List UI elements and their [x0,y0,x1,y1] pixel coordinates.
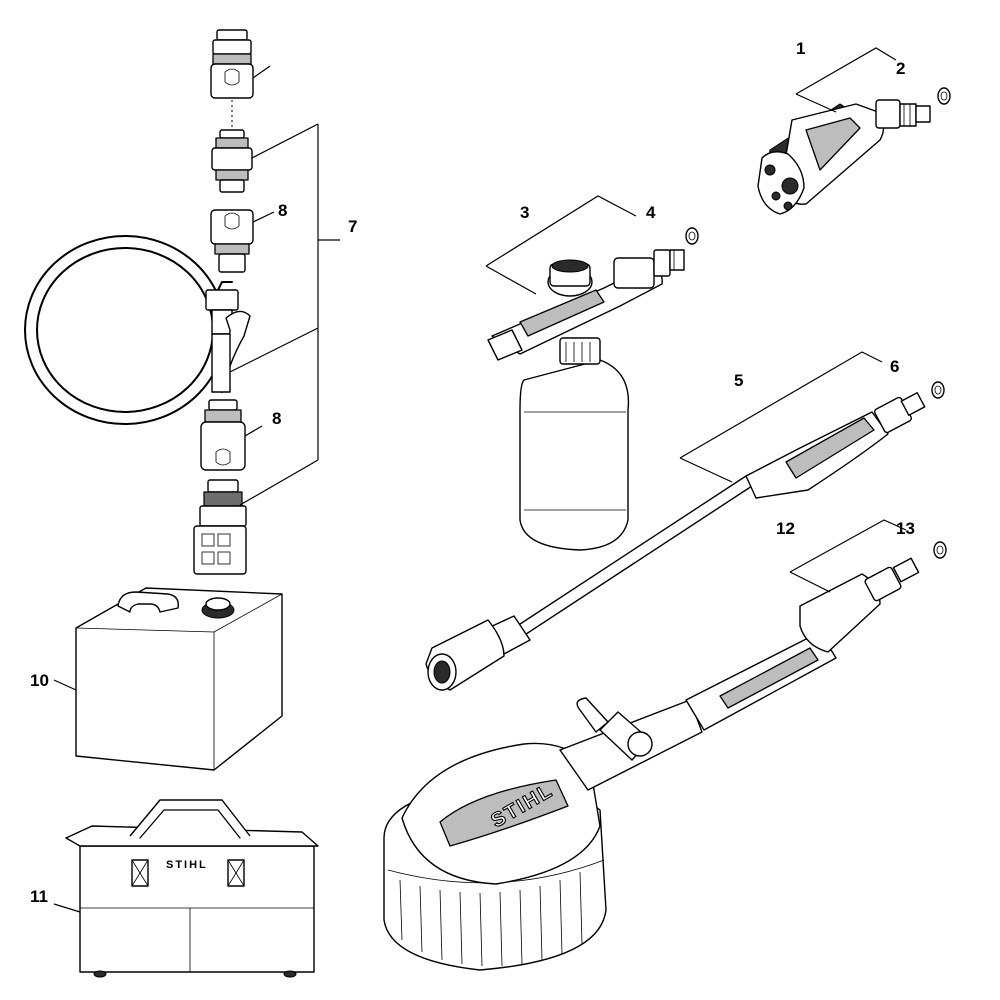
callout-12: 12 [776,519,795,538]
callout-7: 7 [348,217,357,236]
hose-coil [24,235,233,425]
callout-5: 5 [734,371,743,390]
foam-sprayer [487,249,685,551]
connector-middle [211,123,319,193]
valve-body [205,289,319,393]
wash-brush: STIHL [383,557,920,971]
coupling-upper [210,209,275,273]
o-ring-6 [931,381,945,399]
callout-10: 10 [30,671,49,690]
hose-assembly [24,29,340,575]
callout-8-lower: 8 [272,409,281,428]
bag: STIHL [65,799,319,978]
tank [75,587,283,771]
filter-adapter [193,459,319,575]
callout-4: 4 [646,203,656,222]
callout-6: 6 [890,357,899,376]
callout-2: 2 [896,59,905,78]
rotary-nozzle [757,99,931,215]
bag-logo: STIHL [166,859,208,871]
callout-8-upper: 8 [278,201,287,220]
spray-lance [425,392,926,691]
callout-3: 3 [520,203,529,222]
o-ring-2 [937,87,951,105]
o-ring-4 [685,227,699,245]
callout-11: 11 [30,887,48,906]
callout-13: 13 [896,519,915,538]
o-ring-13 [933,541,947,559]
coupling-top [210,29,271,99]
coupling-lower [200,399,263,471]
callout-1: 1 [796,39,805,58]
